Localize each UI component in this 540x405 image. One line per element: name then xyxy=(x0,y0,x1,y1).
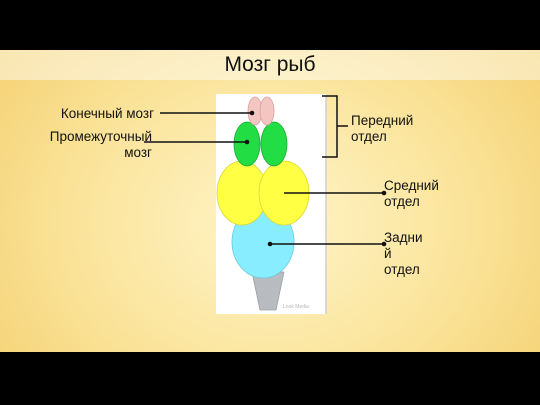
letterbox-bottom xyxy=(0,352,540,405)
leader-hindbrain-dot xyxy=(267,241,273,247)
label-diencephalon-line2: мозг xyxy=(124,145,152,160)
label-hindbrain-line2: й xyxy=(384,246,392,261)
leader-diencephalon-dot xyxy=(244,139,250,145)
label-forebrain-line1: Передний xyxy=(351,113,414,128)
title-band xyxy=(0,50,540,80)
label-hindbrain-line1: Задни xyxy=(384,230,423,245)
slide-title: Мозг рыб xyxy=(224,53,316,76)
label-midbrain-line2: отдел xyxy=(384,194,420,209)
label-hindbrain-line3: отдел xyxy=(384,262,420,277)
leader-hindbrain-end-dot xyxy=(381,241,387,247)
telencephalon-right xyxy=(259,96,275,126)
label-diencephalon-line1: Промежуточный xyxy=(49,129,152,144)
label-telencephalon: Конечный мозг xyxy=(60,106,154,121)
letterbox-top xyxy=(0,0,540,50)
diencephalon-right xyxy=(260,121,288,167)
label-forebrain-line2: отдел xyxy=(351,129,387,144)
watermark: Look Media xyxy=(283,304,309,310)
leader-telencephalon-dot xyxy=(249,110,255,116)
label-midbrain-line1: Средний xyxy=(384,178,439,193)
leader-midbrain-dot xyxy=(381,190,387,196)
